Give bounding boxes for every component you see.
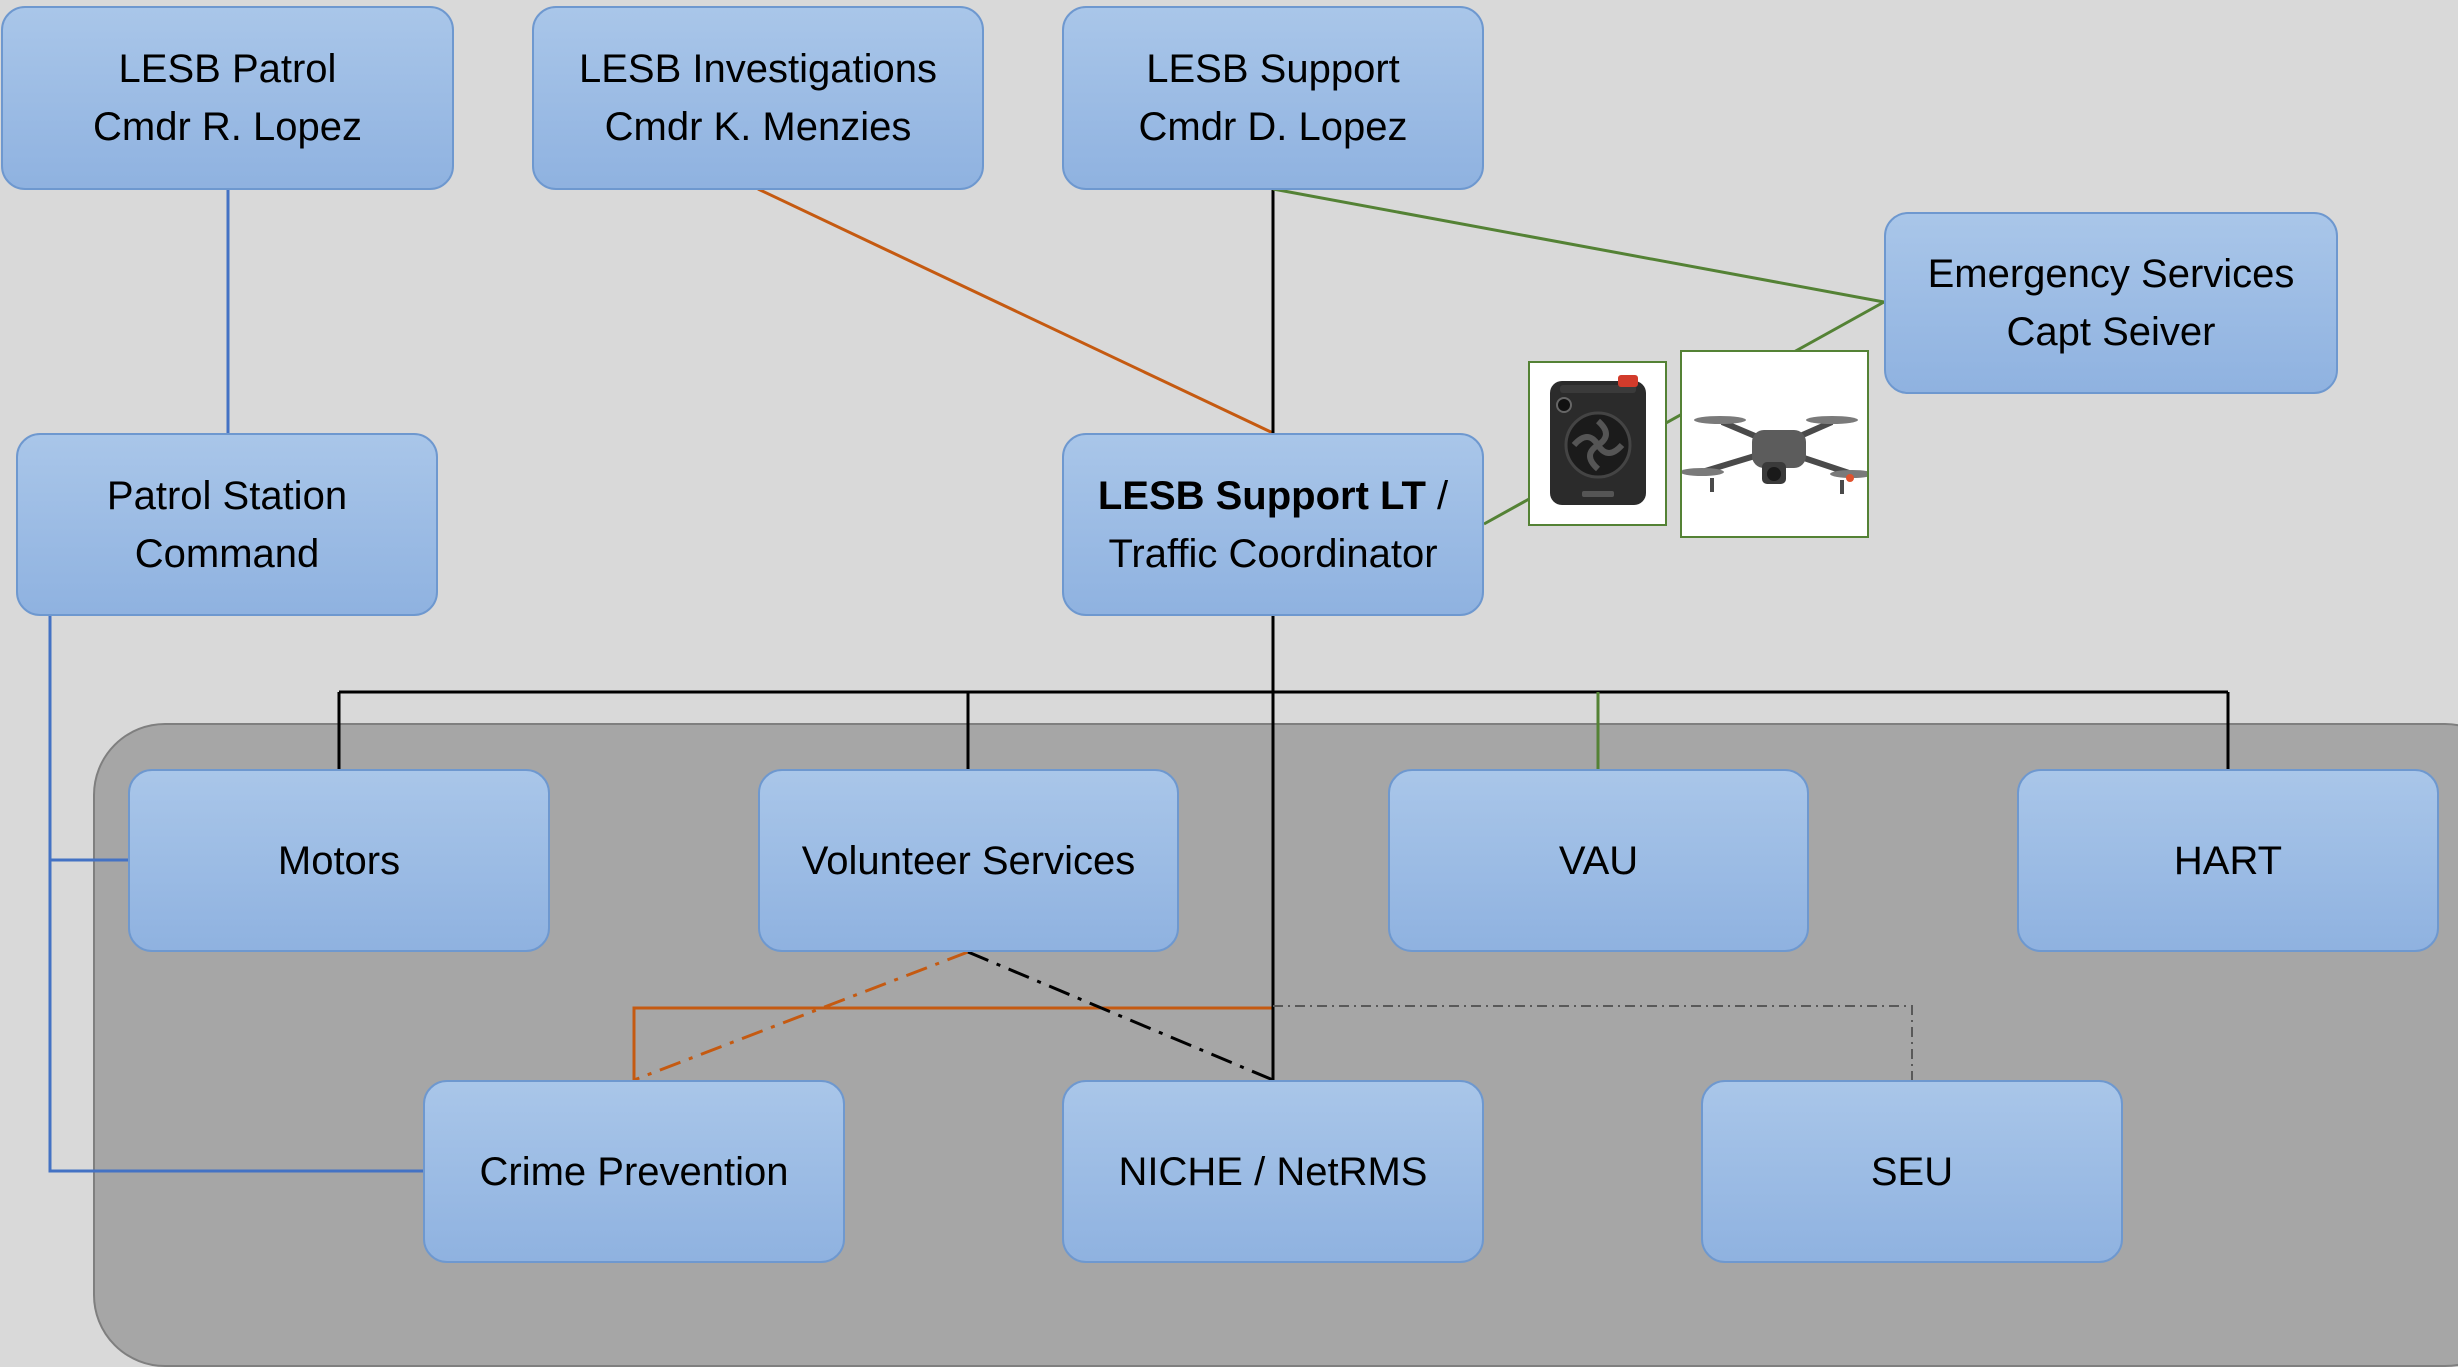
- volunteer-to-crime-prevention-dash: [633, 950, 969, 1082]
- patrol-station-box: Patrol Station Command: [16, 433, 438, 616]
- volunteer-to-niche-dash: [967, 950, 1274, 1082]
- seu-box: SEU: [1701, 1080, 2123, 1263]
- emergency-services-title: Emergency Services: [1927, 252, 2295, 296]
- lesb-support-title: LESB Support: [1146, 47, 1400, 91]
- crime-prevention-bracket-line: [632, 1006, 1273, 1080]
- support-lt-slash: /: [1425, 473, 1449, 518]
- support-to-emergency-line: [1272, 187, 1885, 304]
- vau-label: VAU: [1558, 838, 1639, 883]
- lesb-investigations-title: LESB Investigations: [579, 47, 937, 91]
- patrol-station-subtitle: Command: [134, 531, 320, 576]
- emergency-services-captain: Capt Seiver: [2006, 310, 2216, 354]
- lesb-support-commander: Cmdr D. Lopez: [1138, 105, 1408, 149]
- niche-netrms-box: NICHE / NetRMS: [1062, 1080, 1484, 1263]
- body-camera-icon: [1528, 361, 1667, 526]
- patrol-station-title: Patrol Station: [106, 473, 348, 518]
- lesb-patrol-box: LESB Patrol Cmdr R. Lopez: [1, 6, 454, 190]
- lesb-support-box: LESB Support Cmdr D. Lopez: [1062, 6, 1484, 190]
- motors-box: Motors: [128, 769, 550, 952]
- support-lt-title: LESB Support LT /: [1098, 467, 1448, 525]
- lesb-patrol-commander: Cmdr R. Lopez: [93, 105, 362, 149]
- niche-netrms-label: NICHE / NetRMS: [1118, 1149, 1428, 1194]
- station-to-units-line: [48, 616, 423, 1173]
- emergency-services-box: Emergency Services Capt Seiver: [1884, 212, 2338, 394]
- support-lt-bold-label: LESB Support LT: [1097, 473, 1426, 518]
- support-lt-subtitle: Traffic Coordinator: [1108, 531, 1438, 576]
- lesb-investigations-commander: Cmdr K. Menzies: [604, 105, 912, 149]
- drone-icon: [1680, 350, 1874, 538]
- crime-prevention-label: Crime Prevention: [479, 1149, 789, 1194]
- vau-box: VAU: [1388, 769, 1809, 952]
- connector-lines: [48, 187, 2230, 1173]
- motors-label: Motors: [277, 838, 401, 883]
- investigations-to-support-lt-line: [757, 187, 1274, 435]
- lesb-patrol-title: LESB Patrol: [118, 47, 337, 91]
- niche-to-seu-dash: [1273, 1005, 1913, 1080]
- crime-prevention-box: Crime Prevention: [423, 1080, 845, 1263]
- hart-box: HART: [2017, 769, 2439, 952]
- support-lt-box: LESB Support LT / Traffic Coordinator: [1062, 433, 1484, 616]
- seu-label: SEU: [1870, 1149, 1954, 1194]
- lesb-investigations-box: LESB Investigations Cmdr K. Menzies: [532, 6, 984, 190]
- volunteer-services-box: Volunteer Services: [758, 769, 1179, 952]
- volunteer-services-label: Volunteer Services: [801, 838, 1136, 883]
- hart-label: HART: [2173, 838, 2283, 883]
